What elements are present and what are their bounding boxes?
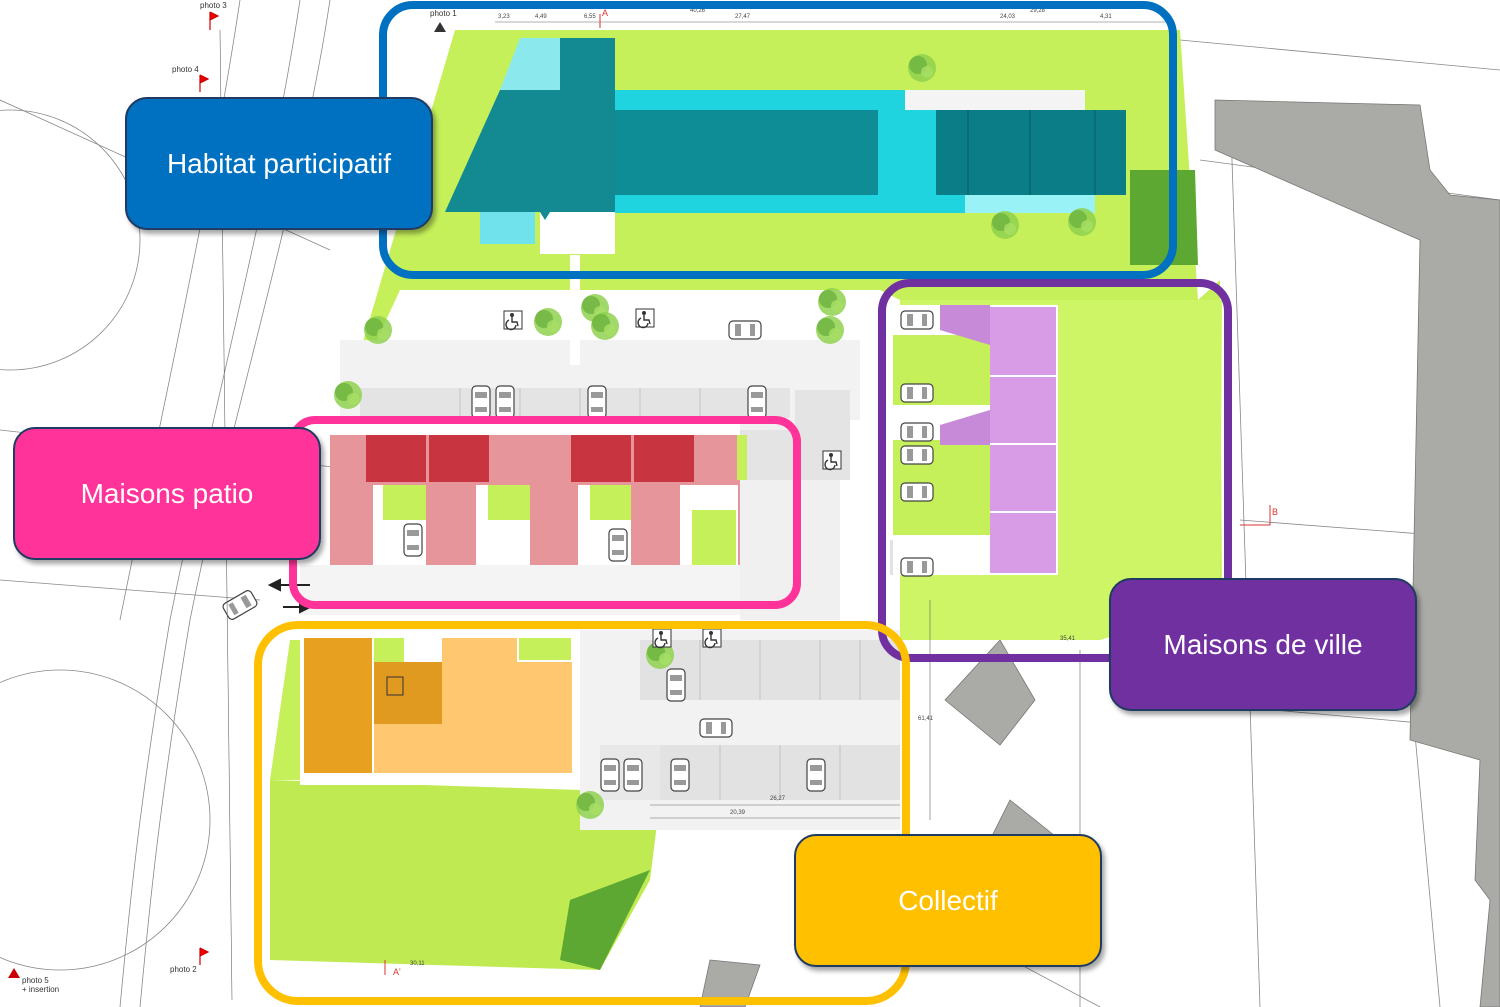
car-icon: [900, 310, 934, 330]
collectif-building: [300, 635, 572, 785]
collectif-text: Collectif: [898, 884, 998, 916]
dim-top-7: 29,28: [1030, 8, 1046, 14]
collectif-zone-outline: [254, 621, 910, 1005]
photo-2-label: photo 2: [170, 965, 197, 974]
photo-5-sub-label: + insertion: [22, 985, 59, 994]
car-icon: [900, 445, 934, 465]
zone-outlines: [254, 1, 1232, 1005]
car-icon: [623, 758, 643, 792]
dim-top-3: 6,55: [584, 14, 596, 20]
dim-right-collectif: 61,41: [918, 716, 934, 722]
collectif-label: Collectif: [794, 834, 1102, 967]
wheelchair-icon: [652, 628, 672, 649]
tree-icon: [591, 312, 619, 340]
dim-top-5: 27,47: [735, 14, 751, 20]
car-icon: [587, 385, 607, 419]
tree-icon: [908, 54, 936, 82]
car-icon: [495, 385, 515, 419]
tree-icon: [534, 308, 562, 336]
car-icon: [728, 320, 762, 340]
tree-icon: [818, 288, 846, 316]
photo-3-label: photo 3: [200, 1, 227, 10]
section-b-right: B: [1272, 507, 1278, 517]
dim-bottom-3: 30,11: [410, 961, 425, 967]
habitat-participatif-label: Habitat participatif: [125, 97, 433, 230]
car-icon: [900, 422, 934, 442]
dim-top-4: 40,26: [690, 8, 706, 14]
dim-top-8: 4,31: [1100, 14, 1112, 20]
tree-icon: [991, 211, 1019, 239]
habitat-participatif-text: Habitat participatif: [166, 147, 392, 179]
car-icon: [600, 758, 620, 792]
tree-icon: [816, 316, 844, 344]
car-icon: [747, 385, 767, 419]
car-icon: [699, 718, 733, 738]
car-icon: [608, 528, 628, 562]
dimension-labels: 3,23 4,49 6,55 40,26 27,47 24,03 29,28 4…: [410, 8, 1112, 967]
wheelchair-icon: [702, 628, 722, 649]
wheelchair-icon: [503, 310, 523, 331]
car-icon: [900, 557, 934, 577]
car-icon: [806, 758, 826, 792]
tree-icon: [364, 316, 392, 344]
maisons-de-ville-label: Maisons de ville: [1109, 578, 1417, 711]
photo-5-label: photo 5: [22, 976, 49, 985]
car-icon: [471, 385, 491, 419]
maisons-de-ville-text: Maisons de ville: [1163, 628, 1363, 660]
dim-ville-bottom: 35,41: [1060, 636, 1076, 642]
ville-zone-outline: [878, 279, 1232, 662]
section-markers: A A' B: [384, 8, 1278, 977]
section-a-top: A: [602, 8, 608, 18]
maisons-patio-buildings: [330, 435, 747, 565]
car-icon: [900, 482, 934, 502]
photo-markers: photo 3 photo 4 photo 1 photo 2 photo 5 …: [8, 1, 457, 994]
wheelchair-icon: [822, 450, 842, 471]
car-icon: [670, 758, 690, 792]
tree-icon: [334, 381, 362, 409]
dim-top-2: 4,49: [535, 14, 547, 20]
tree-icon: [576, 791, 604, 819]
car-icon: [666, 668, 686, 702]
dim-bottom-1: 26,27: [770, 796, 786, 802]
section-a-bottom: A': [393, 967, 401, 977]
habitat-participatif-building: [445, 38, 1126, 254]
wheelchair-icon: [635, 308, 655, 329]
car-icon: [900, 383, 934, 403]
tree-icon: [1068, 208, 1096, 236]
paved-areas: [300, 255, 985, 830]
car-icon: [403, 523, 423, 557]
maisons-patio-label: Maisons patio: [13, 427, 321, 560]
dim-bottom-2: 20,39: [730, 810, 746, 816]
dim-top-6: 24,03: [1000, 14, 1016, 20]
dim-top-1: 3,23: [498, 14, 510, 20]
photo-1-label: photo 1: [430, 9, 457, 18]
photo-4-label: photo 4: [172, 65, 199, 74]
maisons-patio-text: Maisons patio: [80, 477, 254, 509]
